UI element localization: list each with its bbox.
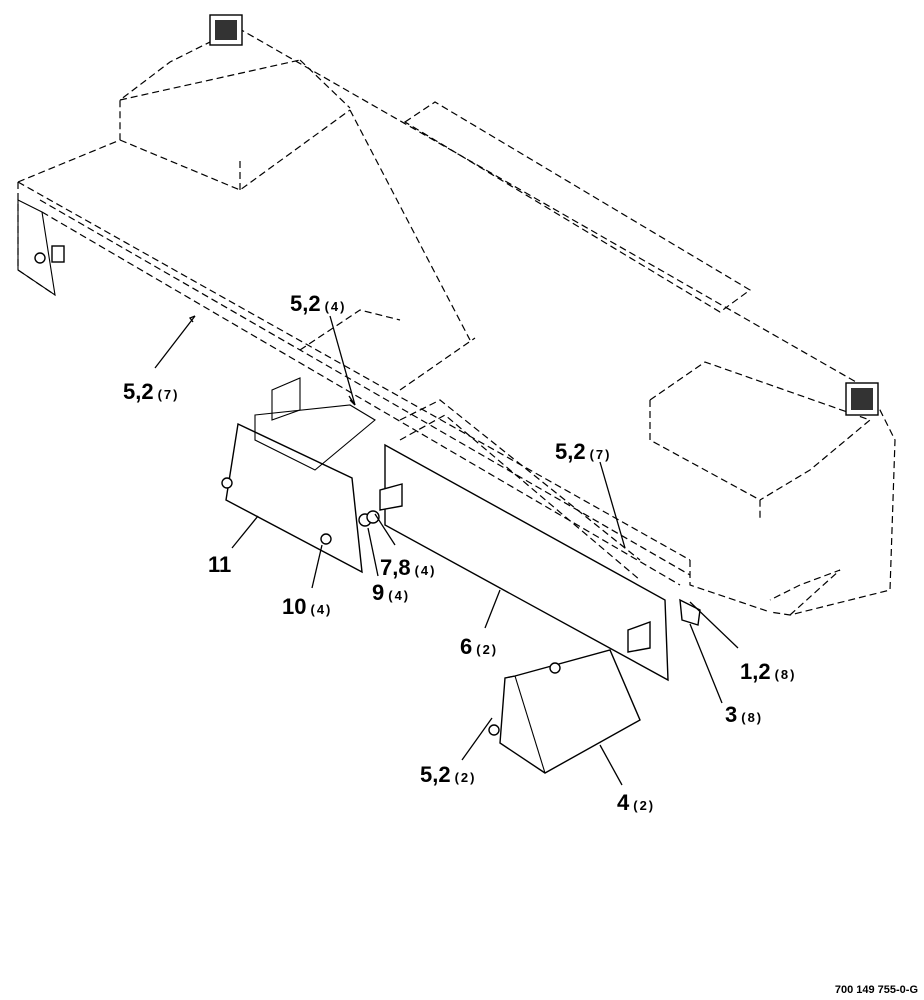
callout-labels: 5,2(4) 5,2(7) 5,2(7) 11 10(4) 7,8(4) 9(4… — [123, 291, 796, 815]
mounting-bracket-left — [254, 377, 376, 471]
callout-11: 11 — [208, 552, 231, 577]
callout-5-2-top: 5,2(4) — [290, 291, 346, 316]
warning-lamp-left-icon — [209, 14, 243, 46]
callout-6: 6(2) — [460, 634, 498, 659]
drawing-reference-number: 700 149 755-0-G — [835, 984, 918, 996]
callout-4: 4(2) — [617, 790, 655, 815]
bracket-part-3 — [679, 598, 701, 626]
left-end-panel — [17, 199, 65, 297]
washer-9 — [358, 510, 380, 527]
callout-7-8: 7,8(4) — [380, 555, 436, 580]
callout-5-2-right: 5,2(7) — [555, 439, 611, 464]
shield-panel-6 — [379, 443, 669, 682]
callout-3: 3(8) — [725, 702, 763, 727]
callout-5-2-left: 5,2(7) — [123, 379, 179, 404]
leader-lines — [154, 315, 739, 786]
callout-1-2: 1,2(8) — [740, 659, 796, 684]
callout-9: 9(4) — [372, 580, 410, 605]
header-frame-outline — [17, 27, 896, 616]
callout-10: 10(4) — [282, 594, 332, 619]
end-shield-4 — [488, 649, 641, 774]
warning-lamp-right-icon — [845, 382, 879, 416]
callout-5-2-bottom: 5,2(2) — [420, 762, 476, 787]
shield-panel-11 — [221, 422, 363, 574]
